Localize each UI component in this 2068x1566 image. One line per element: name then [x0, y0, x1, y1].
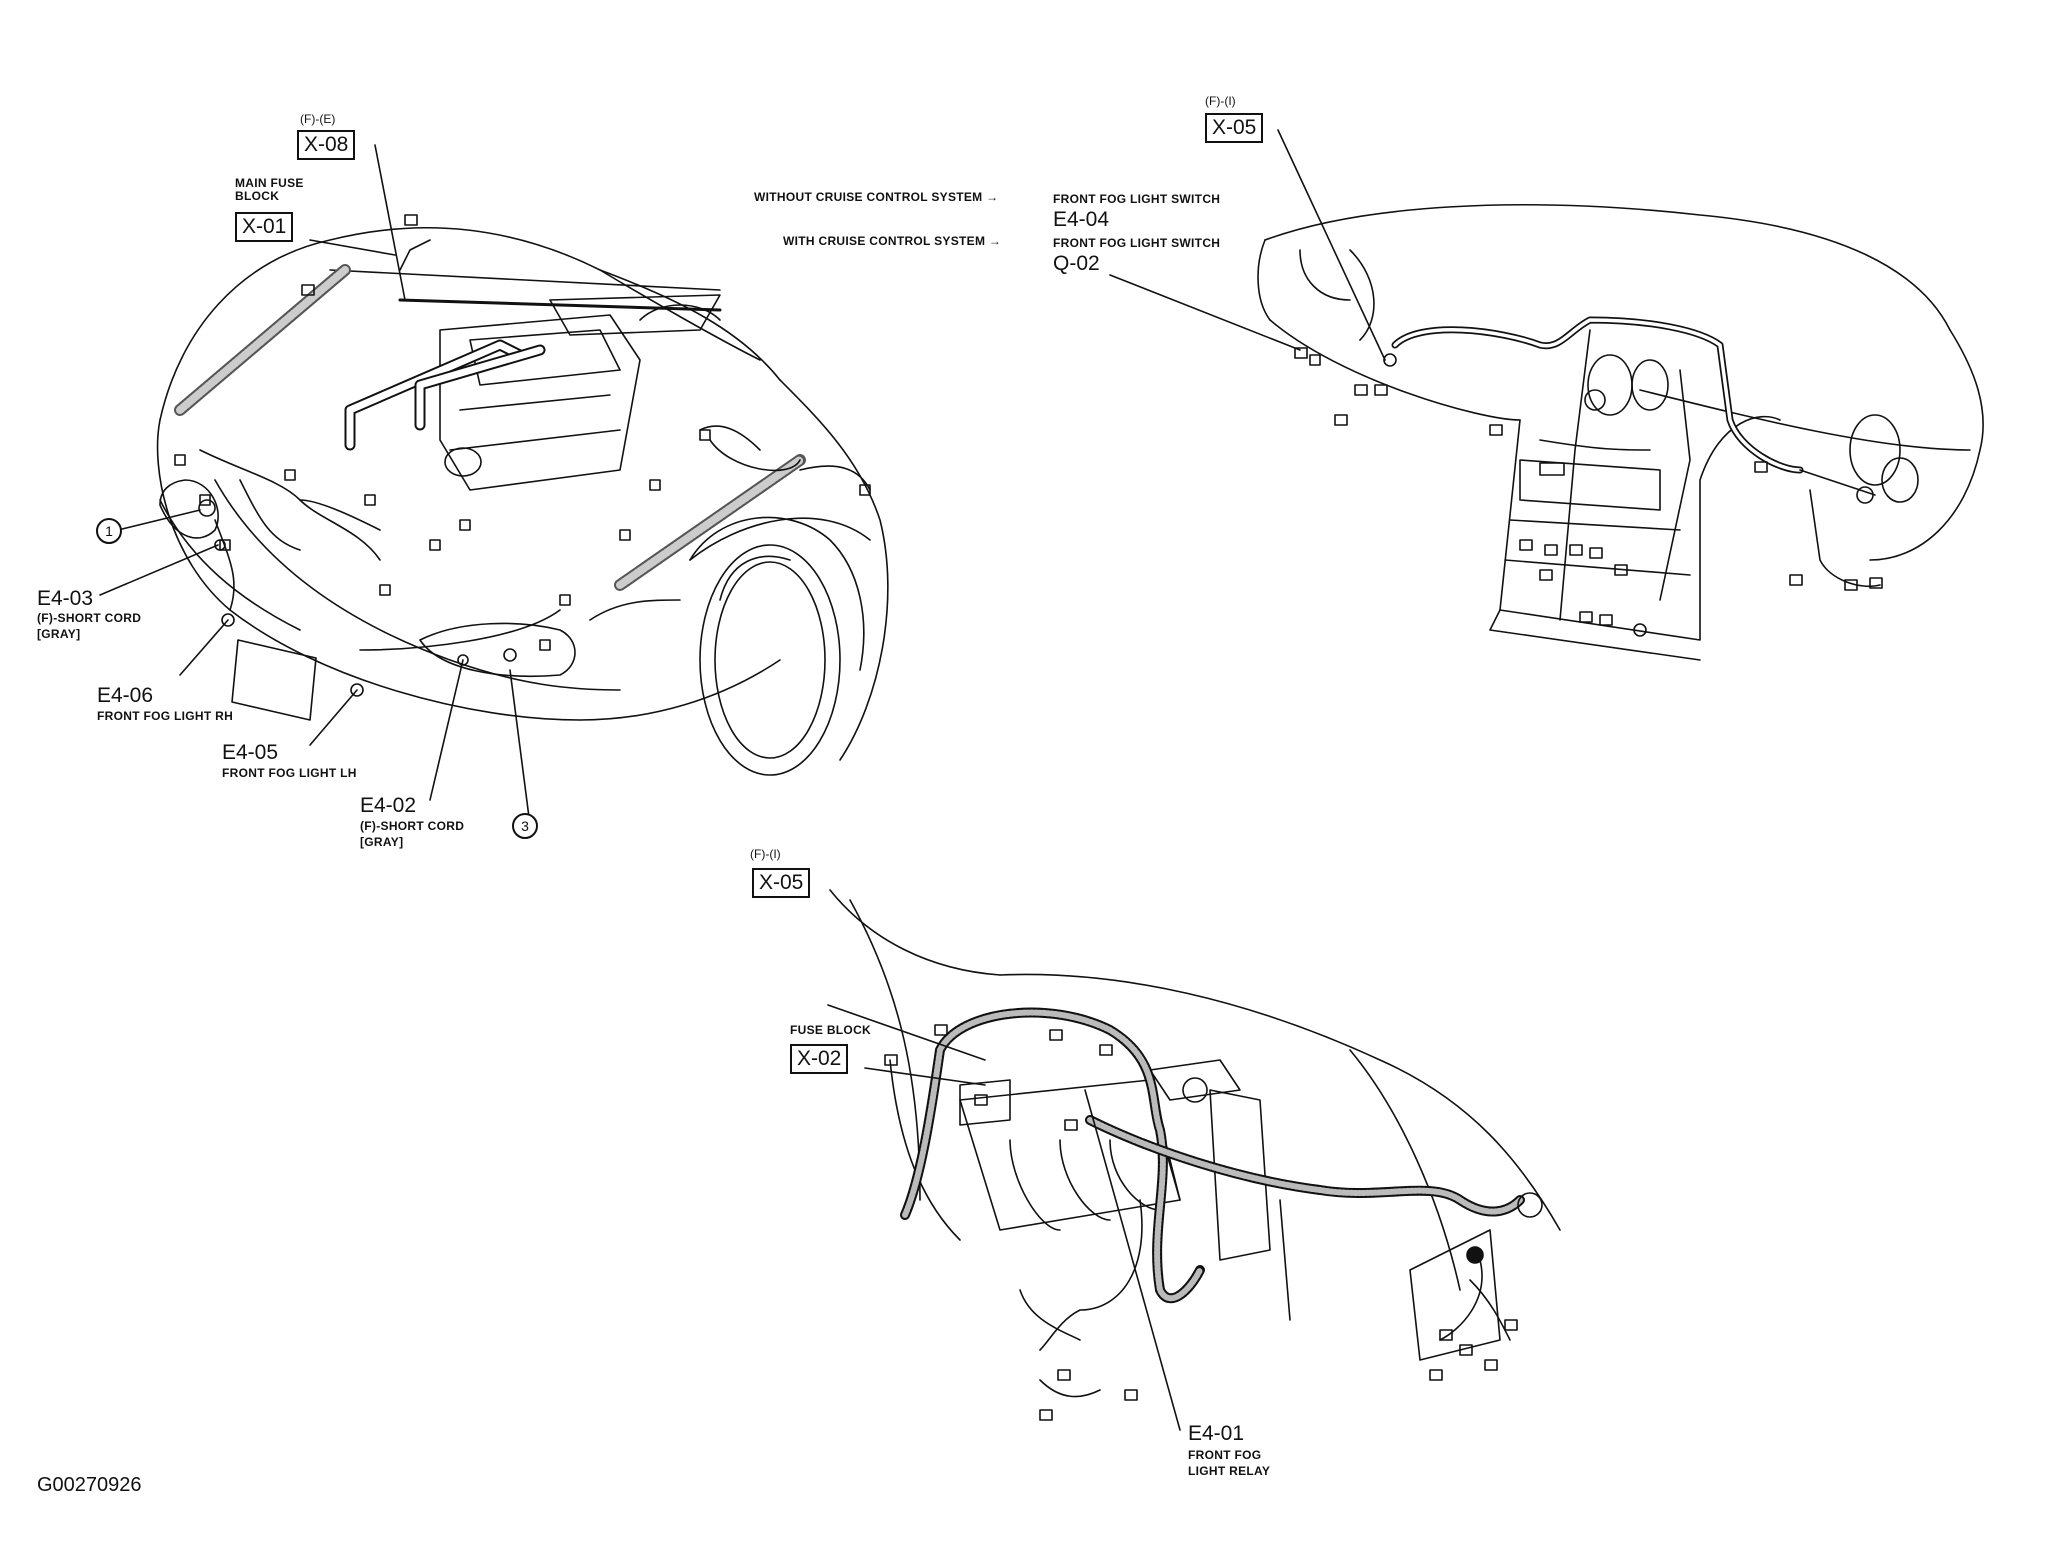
- q02-label: Q-02: [1053, 252, 1100, 275]
- fuse-block-view: [827, 889, 1561, 1431]
- x08-note: (F)-(E): [300, 112, 336, 126]
- fuse-x05-label: X-05: [752, 868, 811, 899]
- dash-x05-note: (F)-(I): [1205, 94, 1236, 108]
- fuse-block-label: FUSE BLOCK: [790, 1023, 871, 1037]
- e403-desc: (F)-SHORT CORD: [37, 611, 142, 625]
- x01-label: X-01: [235, 212, 294, 243]
- without-cruise-label: WITHOUT CRUISE CONTROL SYSTEM →: [754, 190, 999, 204]
- e402-desc: (F)-SHORT CORD: [360, 819, 465, 833]
- e406-label: E4-06: [97, 684, 154, 707]
- figure-id: G00270926: [37, 1474, 142, 1496]
- e403-label: E4-03: [37, 587, 94, 610]
- dashboard-view: [1109, 129, 1984, 661]
- engine-bay-view: [99, 144, 889, 826]
- e403-color: [GRAY]: [37, 627, 81, 641]
- e401-desc-2: LIGHT RELAY: [1188, 1464, 1271, 1478]
- e404-label: E4-04: [1053, 208, 1110, 231]
- e402-label: E4-02: [360, 794, 417, 817]
- e401-label: E4-01: [1188, 1422, 1245, 1445]
- callout-3: 3: [512, 813, 538, 839]
- x08-label: X-08: [297, 130, 356, 161]
- fuse-x05-note: (F)-(I): [750, 847, 781, 861]
- e404-desc: FRONT FOG LIGHT SWITCH: [1053, 192, 1221, 206]
- e406-desc: FRONT FOG LIGHT RH: [97, 709, 234, 723]
- x02-label: X-02: [790, 1044, 849, 1075]
- e401-desc-1: FRONT FOG: [1188, 1448, 1262, 1462]
- e405-desc: FRONT FOG LIGHT LH: [222, 766, 357, 780]
- q02-desc: FRONT FOG LIGHT SWITCH: [1053, 236, 1221, 250]
- dash-x05-label: X-05: [1205, 113, 1264, 144]
- main-fuse-block-label: MAIN FUSE BLOCK: [235, 176, 304, 203]
- callout-1: 1: [96, 518, 122, 544]
- e405-label: E4-05: [222, 741, 279, 764]
- e402-color: [GRAY]: [360, 835, 404, 849]
- with-cruise-label: WITH CRUISE CONTROL SYSTEM →: [783, 234, 1002, 248]
